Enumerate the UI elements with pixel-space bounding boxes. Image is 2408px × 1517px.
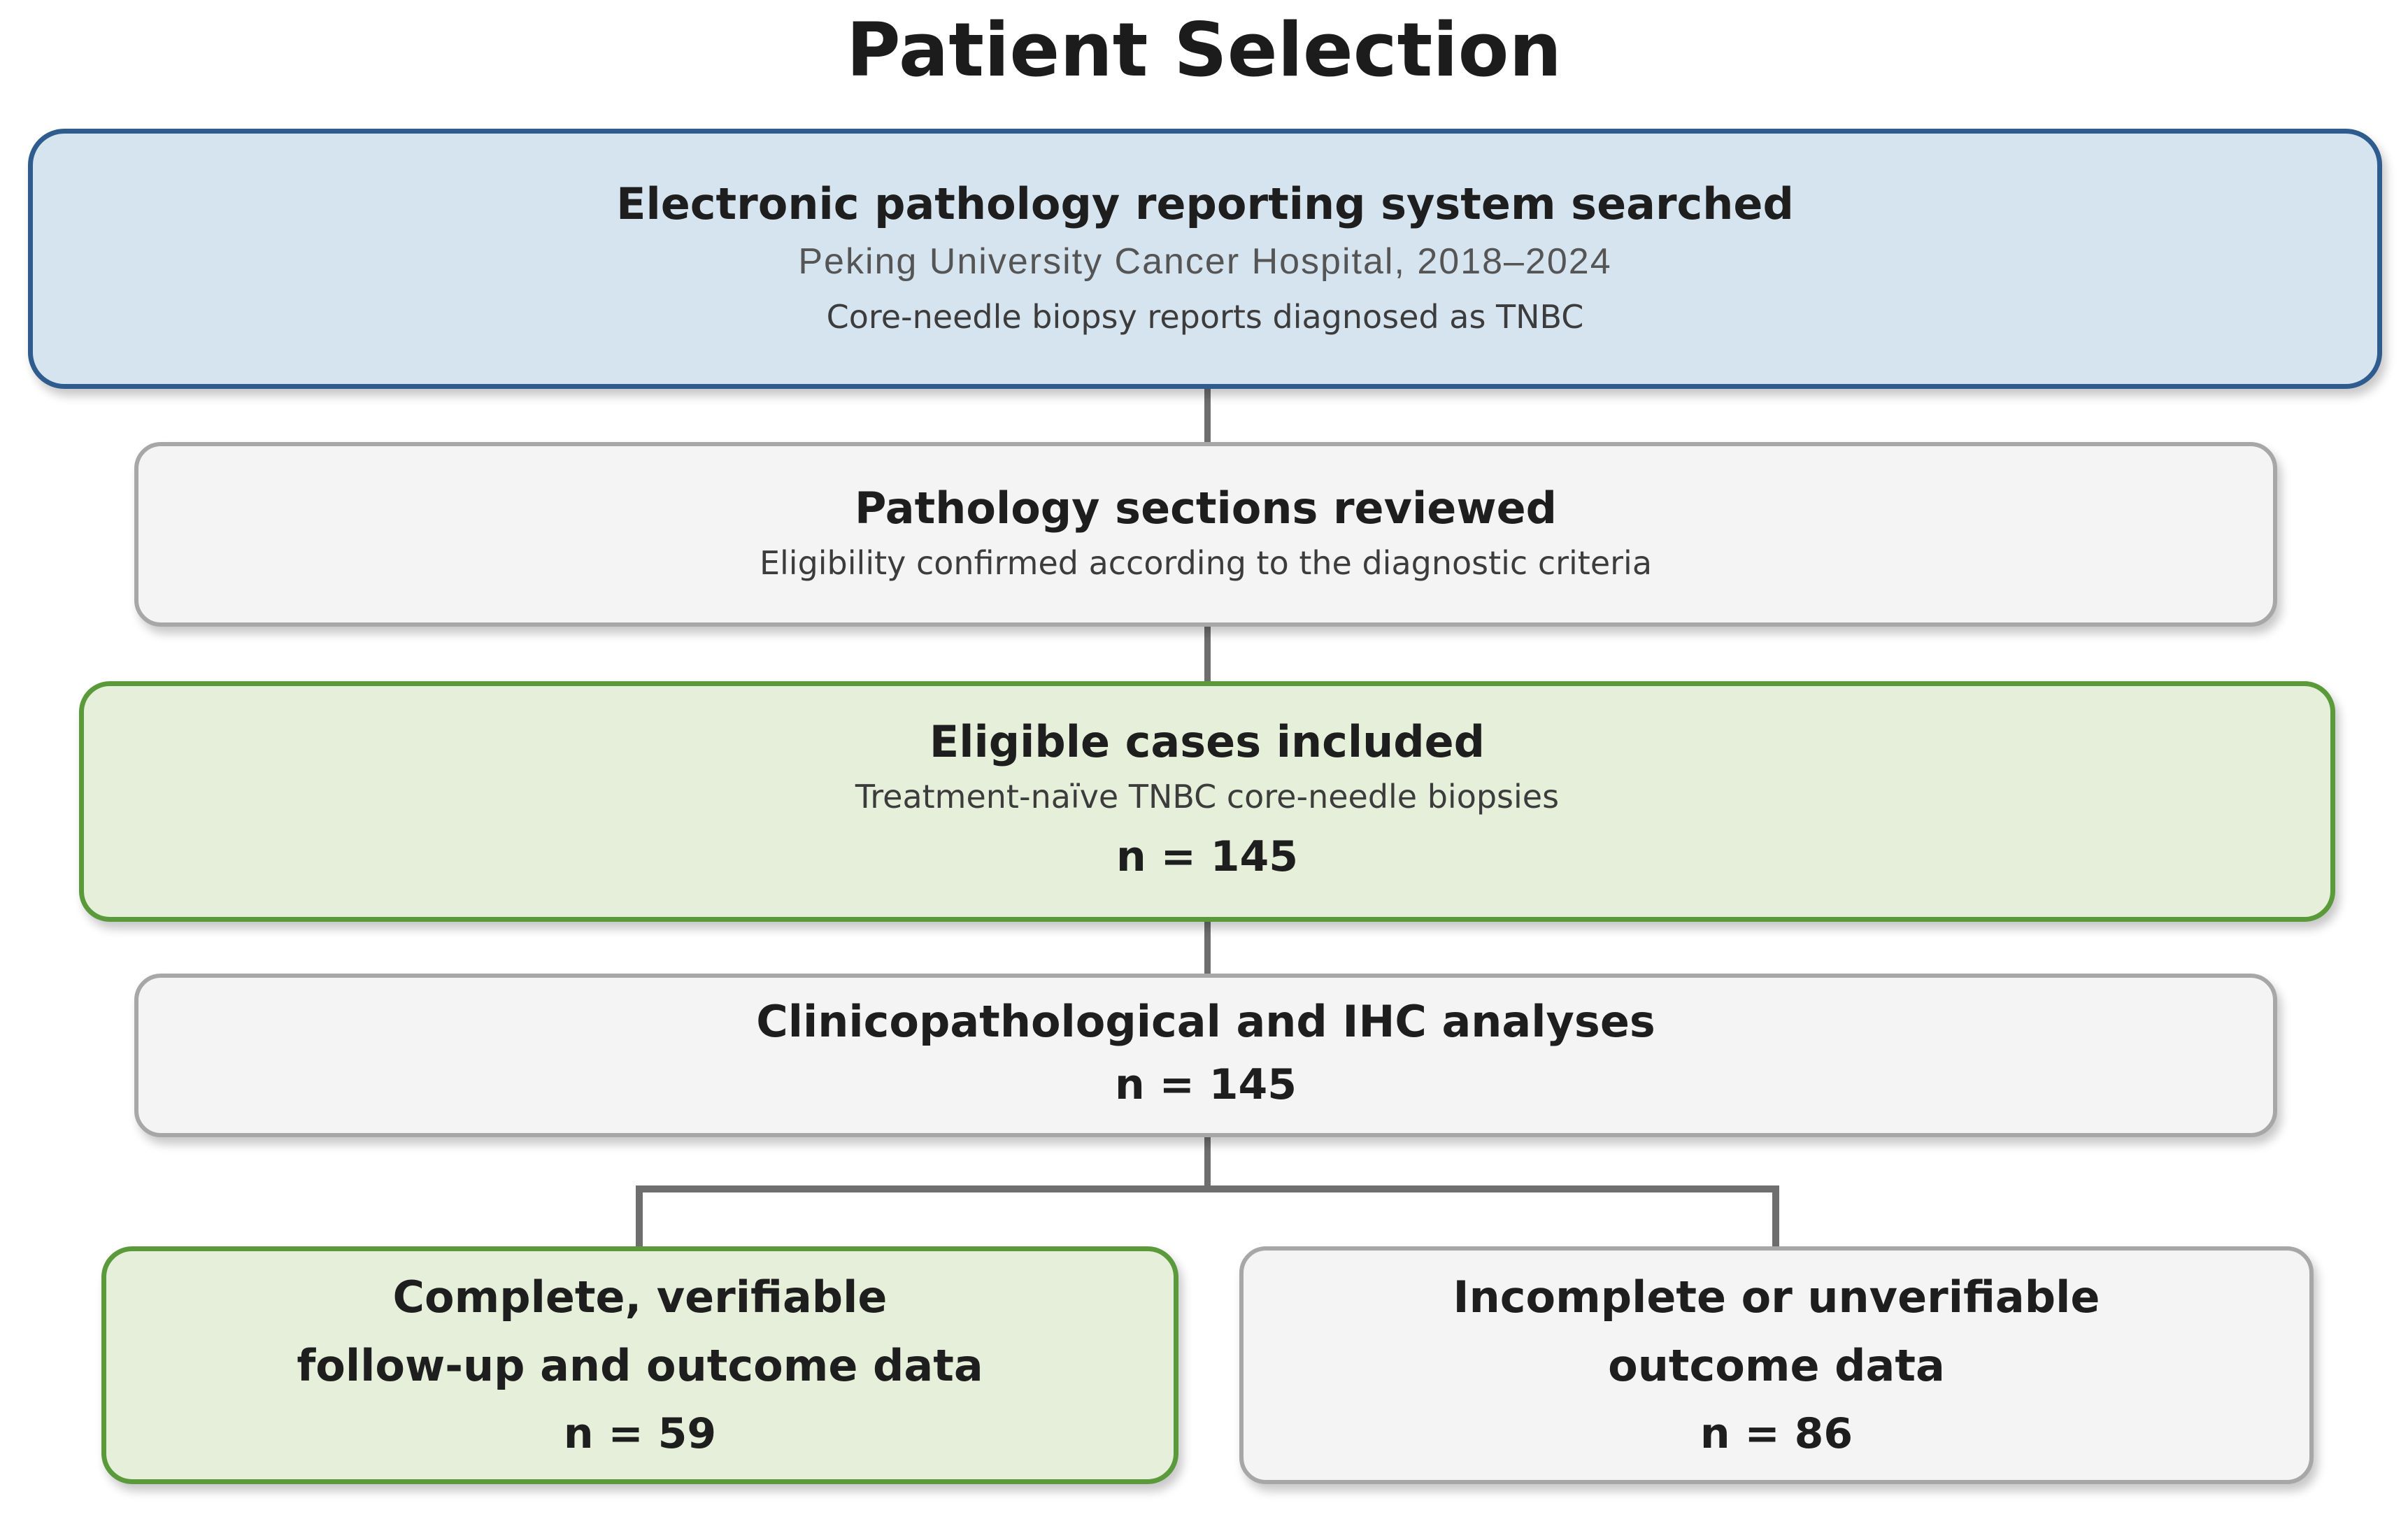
- search-institution: Peking University Cancer Hospital, 2018–…: [798, 241, 1612, 283]
- incomplete-count: n = 86: [1700, 1409, 1853, 1458]
- diagram-title: Patient Selection: [846, 7, 1562, 93]
- complete-line-2: follow-up and outcome data: [297, 1340, 983, 1391]
- complete-box: Complete, verifiable follow-up and outco…: [101, 1246, 1178, 1484]
- connector-search-review: [1204, 386, 1211, 443]
- connector-analyses-split: [1204, 1134, 1211, 1189]
- connector-split-right: [1772, 1185, 1779, 1248]
- review-box: Pathology sections reviewed Eligibility …: [134, 442, 2277, 627]
- connector-eligible-analyses: [1204, 920, 1211, 976]
- connector-review-eligible: [1204, 624, 1211, 683]
- analyses-count: n = 145: [1114, 1060, 1297, 1109]
- eligible-detail: Treatment-naïve TNBC core-needle biopsie…: [855, 778, 1560, 816]
- eligible-count: n = 145: [1116, 832, 1298, 881]
- complete-count: n = 59: [563, 1409, 717, 1458]
- incomplete-line-2: outcome data: [1608, 1340, 1945, 1391]
- review-detail: Eligibility confirmed according to the d…: [759, 544, 1653, 583]
- connector-split-horizontal: [636, 1185, 1779, 1192]
- eligible-heading: Eligible cases included: [929, 716, 1486, 768]
- complete-line-1: Complete, verifiable: [392, 1272, 888, 1323]
- analyses-box: Clinicopathological and IHC analyses n =…: [134, 974, 2277, 1137]
- search-detail: Core-needle biopsy reports diagnosed as …: [826, 297, 1584, 336]
- incomplete-box: Incomplete or unverifiable outcome data …: [1239, 1246, 2314, 1484]
- analyses-heading: Clinicopathological and IHC analyses: [756, 996, 1655, 1048]
- search-heading: Electronic pathology reporting system se…: [616, 178, 1794, 229]
- connector-split-left: [636, 1185, 643, 1248]
- search-box: Electronic pathology reporting system se…: [28, 129, 2382, 389]
- incomplete-line-1: Incomplete or unverifiable: [1453, 1272, 2100, 1323]
- review-heading: Pathology sections reviewed: [854, 483, 1558, 534]
- eligible-box: Eligible cases included Treatment-naïve …: [79, 681, 2335, 922]
